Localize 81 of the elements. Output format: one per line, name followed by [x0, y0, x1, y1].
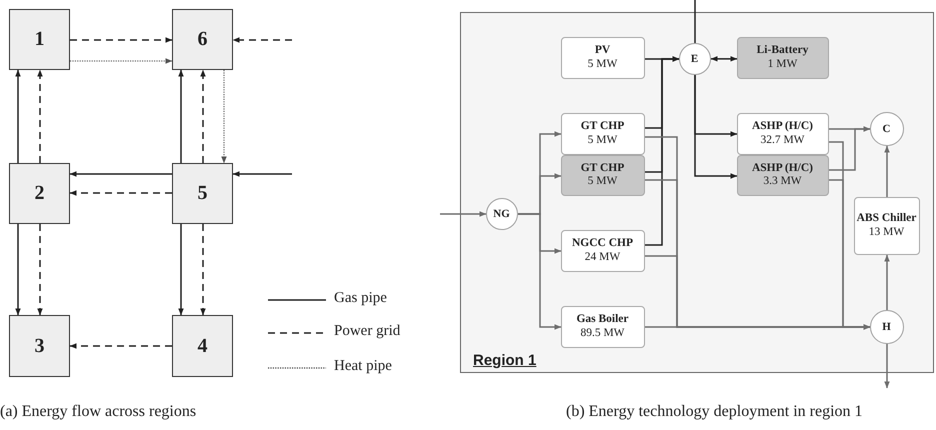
- region-number: 3: [34, 334, 44, 358]
- arrow: [15, 70, 21, 163]
- technology-box: [736, 154, 828, 196]
- capacity-value: 1 MW: [768, 58, 798, 71]
- hub-letter: E: [690, 52, 698, 64]
- capacity-value: 5 MW: [588, 175, 618, 188]
- arrow: [645, 56, 680, 246]
- technology-name: NGCC CHP: [572, 237, 633, 250]
- region-box: [172, 315, 233, 377]
- arrow: [178, 70, 184, 163]
- hub-letter: NG: [493, 208, 510, 220]
- arrow: [232, 171, 292, 177]
- arrow: [70, 171, 172, 177]
- arrow: [829, 126, 870, 171]
- arrow: [694, 75, 738, 179]
- capacity-value: 89.5 MW: [580, 326, 625, 340]
- capacity-value: 5 MW: [588, 58, 618, 71]
- technology-name: ASHP (H/C): [752, 162, 813, 175]
- capacity-value: 5 MW: [588, 134, 618, 147]
- arrow: [70, 58, 172, 64]
- arrow: [70, 190, 172, 196]
- technology-name: ABS Chiller: [856, 212, 916, 226]
- arrow: [884, 254, 890, 310]
- hub-circle: [486, 198, 518, 230]
- region-number: 1: [34, 28, 44, 51]
- technology-box: [736, 112, 828, 154]
- legend-label: Heat pipe: [334, 358, 392, 375]
- capacity-value: 24 MW: [584, 250, 620, 264]
- arrow: [440, 211, 486, 217]
- legend-label: Power grid: [334, 323, 400, 340]
- arrow: [37, 224, 43, 316]
- arrow: [221, 70, 227, 164]
- figure-caption: (a) Energy flow across regions: [0, 403, 196, 421]
- figure-caption: (b) Energy technology deployment in region 1: [566, 403, 863, 421]
- arrow: [884, 146, 890, 197]
- capacity-value: 3.3 MW: [763, 175, 802, 188]
- region-title: Region 1: [473, 352, 536, 369]
- hub-circle: [870, 112, 904, 146]
- arrow: [15, 224, 21, 316]
- arrow: [37, 70, 43, 163]
- technology-box: [560, 230, 644, 272]
- arrow: [200, 224, 206, 316]
- arrow: [710, 56, 738, 62]
- technology-name: GT CHP: [580, 162, 624, 175]
- region-number: 5: [198, 182, 208, 205]
- arrow: [829, 179, 870, 330]
- region-box: [172, 163, 233, 224]
- technology-box: [854, 196, 920, 254]
- technology-name: PV: [594, 44, 610, 58]
- arrow: [518, 213, 562, 330]
- region-number: 4: [198, 334, 208, 358]
- hub-circle: [678, 42, 710, 74]
- technology-name: GT CHP: [580, 120, 624, 134]
- region-box: [9, 315, 70, 377]
- arrow: [884, 344, 890, 388]
- arrow: [200, 70, 206, 163]
- capacity-value: 13 MW: [868, 226, 904, 239]
- region-number: 6: [198, 28, 208, 51]
- region-box: [172, 9, 233, 70]
- technology-name: ASHP (H/C): [752, 120, 813, 134]
- technology-name: Li-Battery: [756, 44, 808, 58]
- region-box: [9, 163, 70, 224]
- technology-box: [736, 36, 828, 78]
- technology-box: [560, 36, 644, 78]
- arrow: [232, 37, 292, 43]
- capacity-value: 32.7 MW: [760, 134, 805, 147]
- technology-box: [560, 306, 644, 348]
- hub-letter: H: [882, 320, 891, 332]
- hub-letter: C: [882, 122, 890, 134]
- legend-label: Gas pipe: [334, 290, 387, 307]
- arrow: [70, 37, 172, 43]
- connector-line: [694, 0, 696, 43]
- hub-circle: [870, 310, 904, 344]
- region-number: 2: [34, 182, 44, 205]
- technology-name: Gas Boiler: [576, 313, 629, 326]
- arrow: [178, 224, 184, 316]
- technology-box: [560, 112, 644, 154]
- arrow: [70, 343, 172, 349]
- region-box: [9, 9, 70, 70]
- technology-box: [560, 154, 644, 196]
- region-panel: [460, 12, 934, 373]
